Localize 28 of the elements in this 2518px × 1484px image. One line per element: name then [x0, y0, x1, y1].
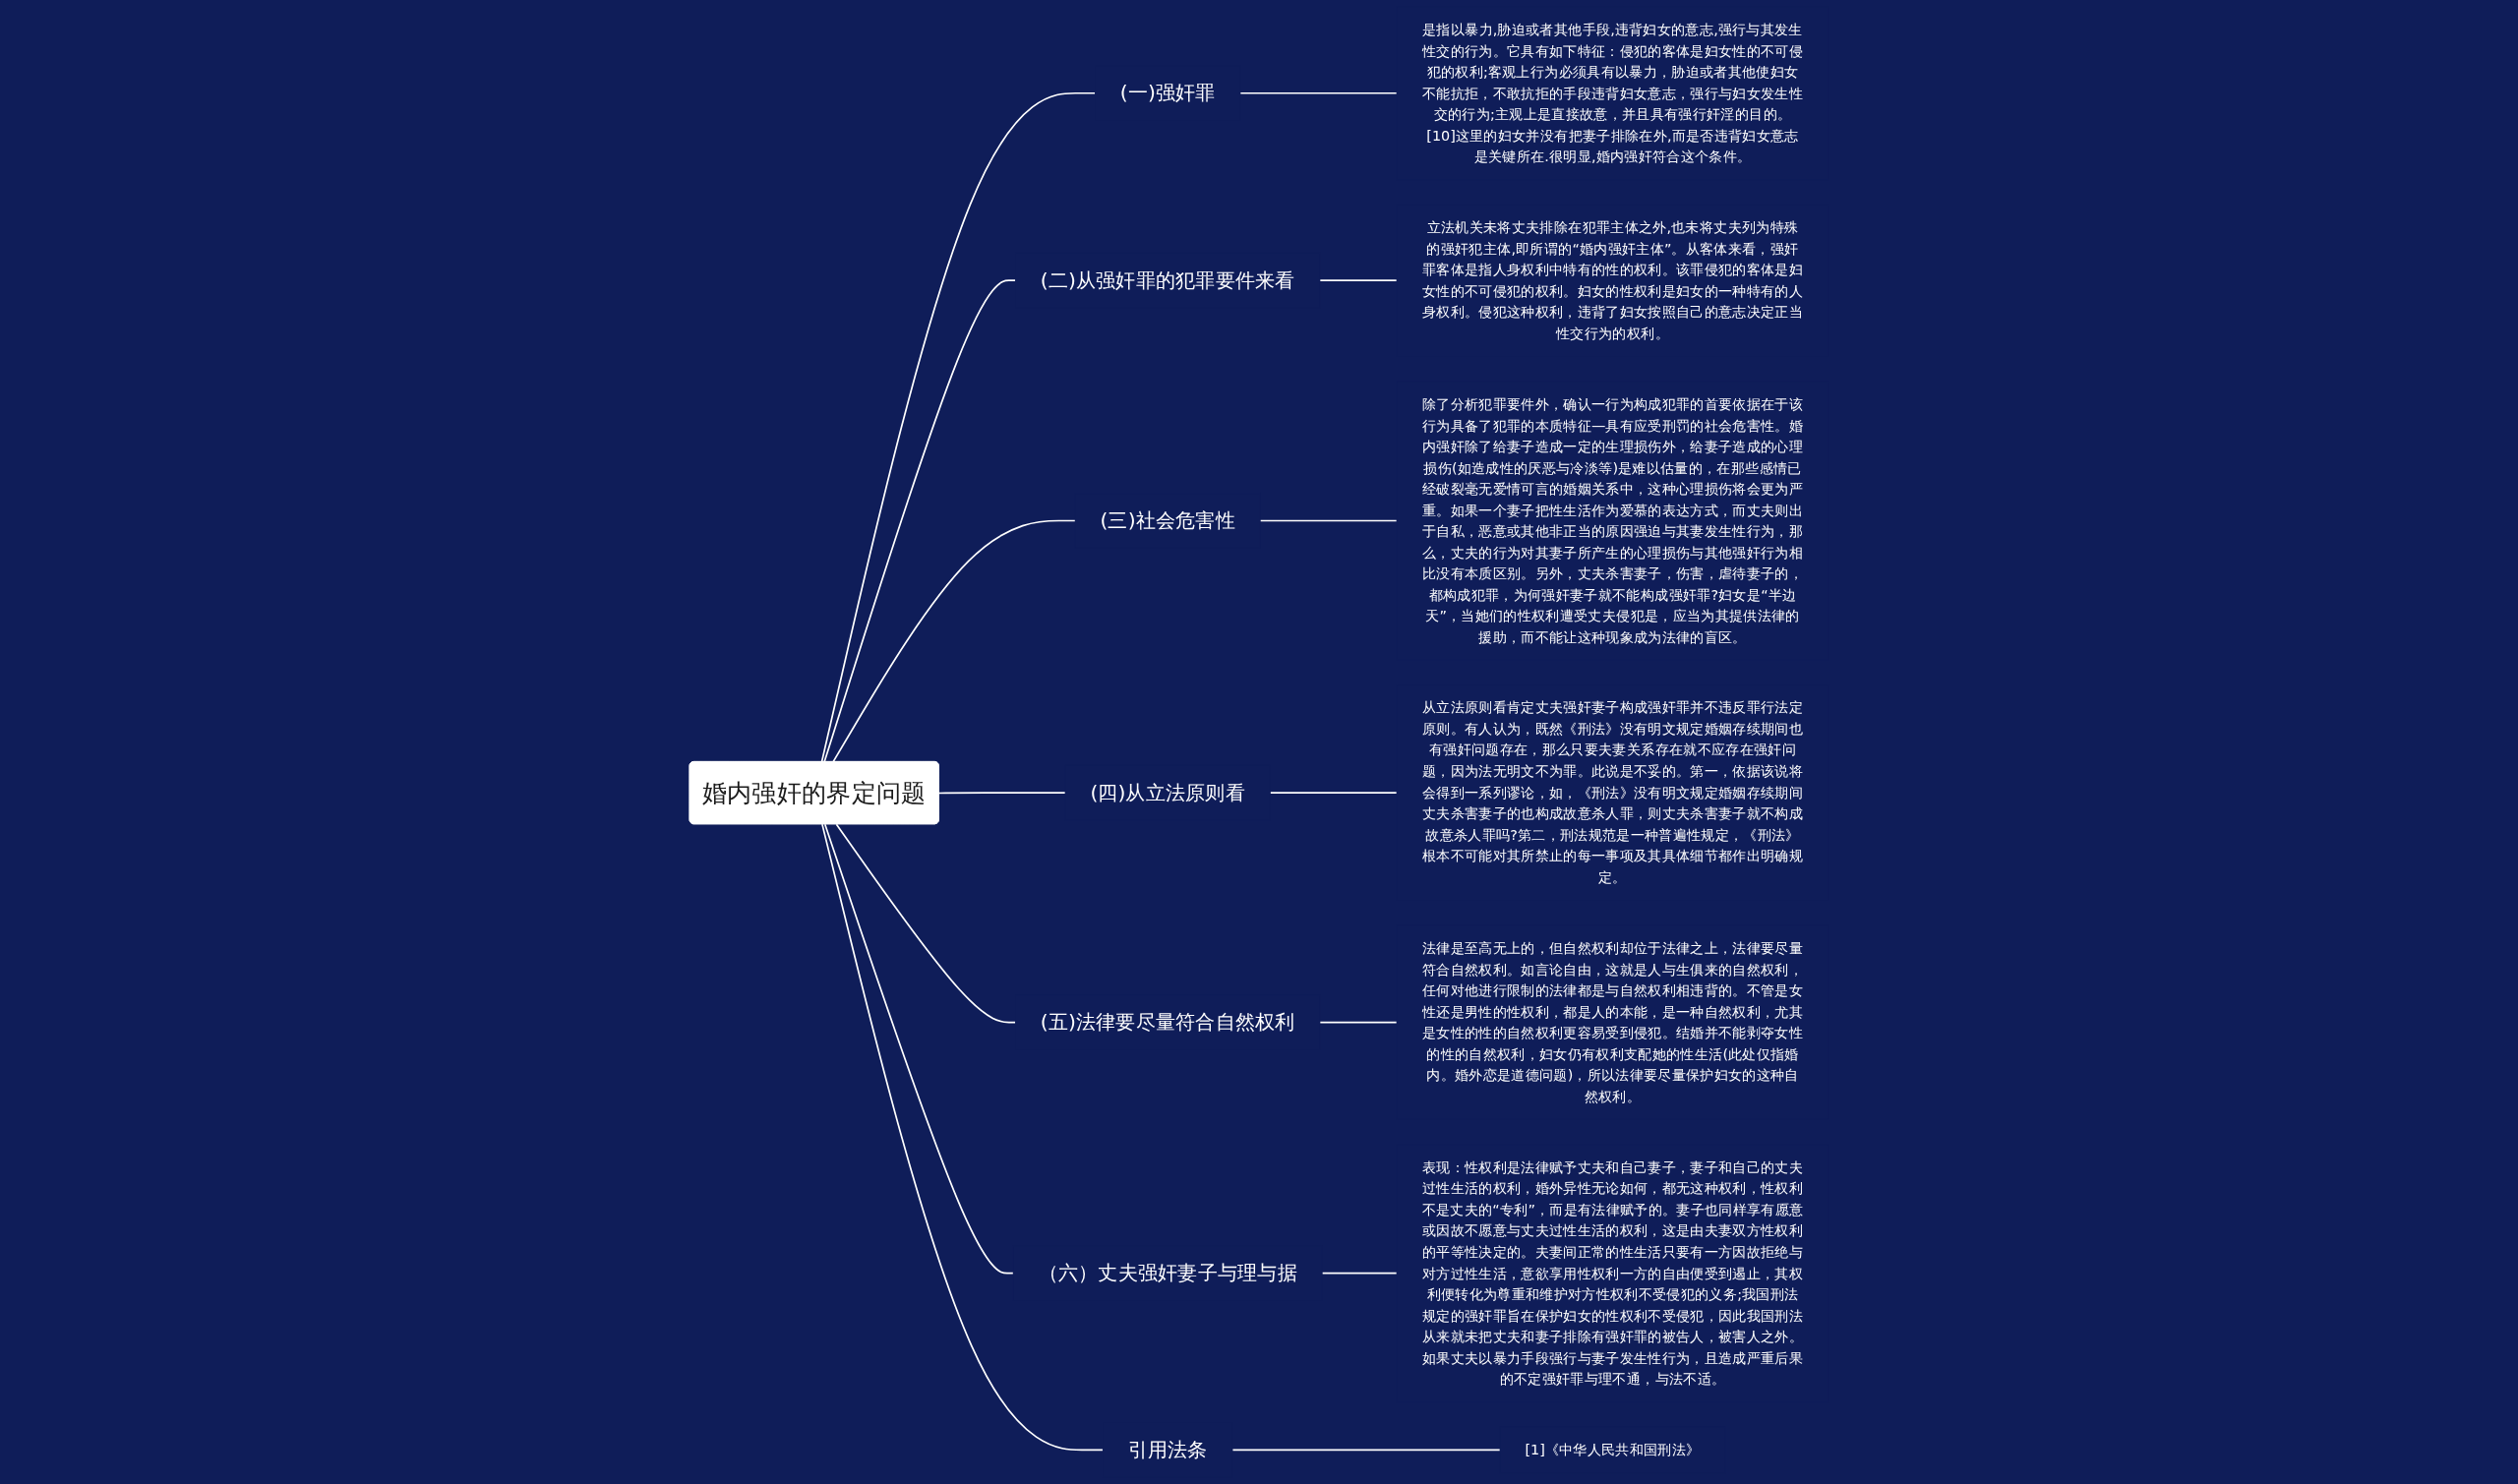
connector: [1259, 519, 1398, 522]
connector: [937, 792, 1066, 795]
node-text: 法律是至高无上的，但自然权利却位于法律之上，法律要尽量符合自然权利。如言论自由，这就是人与生俱来的自然权利，任何对他进行限制的法律都是与自然权利相违背的。不管是女性还是男性的性权利，都是人的本能，是一种自然权利，尤其是女性的性的自然权利更容易受到侵犯。结婚并不能剥夺女性的性的自然权利，妇女仍有权利支配她的性生活(此处仅指婚内。婚外恋是道德问题)，所以法律要尽量保护妇女的这种自然权利。: [1421, 939, 1804, 1104]
connector: [1319, 1021, 1398, 1024]
node-text: [1]《中华人民共和国刑法》: [1525, 1441, 1701, 1458]
connector: [1319, 279, 1398, 282]
node-text: 除了分析犯罪要件外，确认一行为构成犯罪的首要依据在于该行为具备了犯罪的本质特征—具有应受刑罚的社会危害性。婚内强奸除了给妻子造成一定的生理损伤外，给妻子造成的心理损伤(如造成性的厌恶与冷淡等)是难以估量的，在那些感情已经破裂毫无爱情可言的婚姻关系中，这种心理损伤将会更为严重。如果一个妻子把性生活作为爱慕的表达方式，而丈夫则出于自私，恶意或其他非正当的原因强迫与其妻发生性行为，那么，丈夫的行为对其妻子所产生的心理损伤与其他强奸行为相比没有本质区别。另外，丈夫杀害妻子，伤害，虐待妻子的，都构成犯罪，为何强奸妻子就不能构成强奸罪?妇女是“半边天”，当她们的性权利遭受丈夫侵犯是，应当为其提供法律的援助，而不能让这种现象成为法律的盲区。: [1421, 395, 1804, 645]
connector: [820, 91, 1097, 763]
node-text: 从立法原则看肯定丈夫强奸妻子构成强奸罪并不违反罪行法定原则。有人认为，既然《刑法》没有明文规定婚姻存续期间也有强奸问题存在，那么只要夫妻关系存在就不应存在强奸问题，因为法无明文不为罪。此说是不妥的。第一，依据该说将会得到一系列谬论，如，《刑法》没有明文规定婚姻存续期间丈夫杀害妻子的也构成故意杀人罪，则丈夫杀害妻子就不构成故意杀人罪吗?第二，刑法规范是一种普遍性规定，《刑法》根本不可能对其所禁止的每一事项及其具体细节都作出明确规定。: [1421, 698, 1804, 885]
node-text: (五)法律要尽量符合自然权利: [1040, 1010, 1295, 1035]
node-text: （六）丈夫强奸妻子与理与据: [1038, 1261, 1297, 1285]
connector: [1231, 1449, 1501, 1452]
node-text: (一)强奸罪: [1119, 81, 1216, 105]
connector: [1321, 1272, 1398, 1275]
connector: [832, 519, 1077, 763]
connector: [835, 823, 1017, 1024]
node-text: 是指以暴力,胁迫或者其他手段,违背妇女的意志,强行与其发生性交的行为。它具有如下特征：侵犯的客体是妇女性的不可侵犯的权利;客观上行为必须具有以暴力，胁迫或者其他使妇女不能抗拒，不敢抗拒的手段违背妇女意志，强行与妇女发生性交的行为;主观上是直接故意，并且具有强行奸淫的目的。[10]这里的妇女并没有把妻子排除在外,而是否违背妇女意志是关键所在.很明显,婚内强奸符合这个条件。: [1421, 21, 1804, 165]
node-text: (四)从立法原则看: [1090, 781, 1245, 804]
connector: [1239, 91, 1398, 94]
connector: [821, 823, 1105, 1452]
connector: [823, 279, 1017, 763]
connector: [823, 823, 1015, 1275]
node-text: 表现：性权利是法律赋予丈夫和自己妻子，妻子和自己的丈夫过性生活的权利，婚外异性无论如何，都无这种权利，性权利不是丈夫的“专利”，而是有法律赋予的。妻子也同样享有愿意或因故不愿意与丈夫过性生活的权利，这是由夫妻双方性权利的平等性决定的。夫妻间正常的性生活只要有一方因故拒绝与对方过性生活，意欲享用性权利一方的自由便受到遏止，其权利便转化为尊重和维护对方性权利不受侵犯的义务;我国刑法规定的强奸罪旨在保护妇女的性权利不受侵犯，因此我国刑法从来就未把丈夫和妻子排除有强奸罪的被告人，被害人之外。如果丈夫以暴力手段强行与妻子发生性行为，且造成严重后果的不定强奸罪与理不通，与法不适。: [1421, 1158, 1804, 1388]
node-text: (三)社会危害性: [1100, 508, 1235, 533]
node-text: 引用法条: [1127, 1438, 1208, 1462]
node-text: (二)从强奸罪的犯罪要件来看: [1040, 268, 1295, 293]
connector: [1269, 792, 1398, 794]
node-text: 立法机关未将丈夫排除在犯罪主体之外,也未将丈夫列为特殊的强奸犯主体,即所谓的“婚内强奸主体”。从客体来看，强奸罪客体是指人身权利中特有的性的权利。该罪侵犯的客体是妇女性的不可侵犯的权利。妇女的性权利是妇女的一种特有的人身权利。侵犯这种权利，违背了妇女按照自己的意志决定正当性交行为的权利。: [1421, 218, 1804, 341]
